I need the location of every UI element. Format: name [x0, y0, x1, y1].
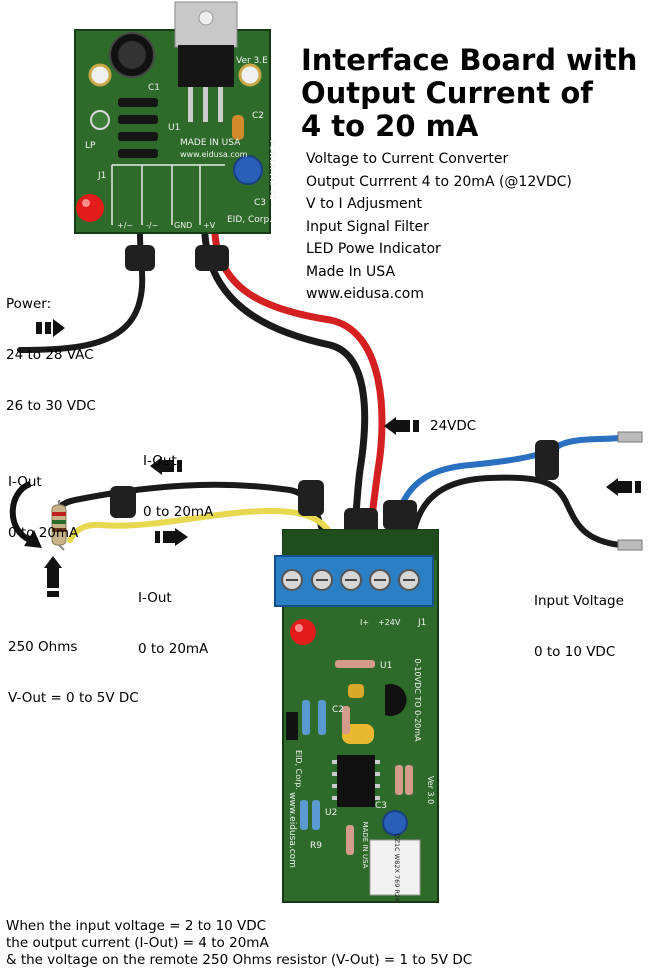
- feature-item: www.eidusa.com: [306, 286, 425, 302]
- power-board: Ver 3.E C1 U1 C2 C3 J1 LP MADE IN USA ww…: [74, 1, 277, 234]
- title-line-1: Interface Board with: [301, 43, 638, 77]
- iout-bottom-range: 0 to 20mA: [138, 641, 209, 657]
- input-voltage-name: Input Voltage: [534, 593, 624, 609]
- red-24v-wire: [211, 231, 386, 564]
- conv-label-g: G: [356, 761, 363, 771]
- conv-ref-r9: R9: [310, 841, 322, 851]
- resistor-250-ohms: [51, 500, 67, 551]
- conv-ref-j1: J1: [417, 618, 426, 628]
- iout-bottom-label: I-Out 0 to 20mA: [138, 556, 208, 675]
- feature-item: Made In USA: [306, 263, 396, 280]
- vout-label: V-Out = 0 to 5V DC: [8, 690, 139, 706]
- resistor-label: 250 Ohms V-Out = 0 to 5V DC: [8, 605, 139, 724]
- input-voltage-label: Input Voltage 0 to 10 VDC: [534, 559, 624, 678]
- vdc24-label: 24VDC: [430, 418, 477, 434]
- curved-arrow-icon: [9, 481, 42, 548]
- power-label: Power: 24 to 28 VAC 26 to 30 VDC: [6, 262, 96, 432]
- conv-term-24v: +24V: [378, 618, 401, 627]
- converter-board: U1 U2 C2 C3 R9 J1 I+ +24V G P 0-10VDC TO…: [274, 529, 439, 904]
- terminal-gnd: GND: [174, 221, 192, 230]
- arrow-left-icon: [384, 417, 419, 435]
- footer-line-3: & the voltage on the remote 250 Ohms res…: [6, 952, 473, 968]
- footer-notes: When the input voltage = 2 to 10 VDC the…: [6, 918, 472, 969]
- iout-left-label: I-Out 0 to 20mA: [8, 440, 78, 559]
- arrow-up-icon: [44, 556, 62, 597]
- power-ac-range: 24 to 28 VAC: [6, 347, 94, 363]
- footer-line-2: the output current (I-Out) = 4 to 20mA: [6, 935, 269, 951]
- conv-label-p: P: [364, 761, 370, 771]
- page-title: Interface Board with Output Current of 4…: [301, 44, 637, 143]
- terminal-ac2: -/~: [146, 221, 158, 230]
- ref-u1: U1: [168, 123, 180, 133]
- iout-top-range: 0 to 20mA: [143, 504, 214, 520]
- feature-item: Input Signal Filter: [306, 218, 429, 235]
- power-dc-range: 26 to 30 VDC: [6, 398, 96, 414]
- conv-ref-c3: C3: [375, 801, 387, 811]
- conv-version: Ver 3.0: [426, 776, 435, 804]
- ref-c3: C3: [254, 198, 266, 208]
- arrow-left-icon: [606, 478, 641, 496]
- arrow-right-icon: [36, 319, 65, 337]
- iout-top-name: I-Out: [143, 453, 177, 469]
- gnd-wire: [201, 231, 369, 564]
- conv-side-text: 0-10VDC TO 0-20mA: [413, 658, 422, 742]
- power-board-made-in: MADE IN USA: [180, 138, 241, 148]
- footer-line-1: When the input voltage = 2 to 10 VDC: [6, 918, 267, 934]
- iout-left-name: I-Out: [8, 474, 42, 490]
- feature-item: Output Currrent 4 to 20mA (@12VDC): [306, 173, 572, 190]
- power-board-version: Ver 3.E: [236, 56, 268, 66]
- conv-url: www.eidusa.com: [287, 792, 297, 868]
- conv-made-in: MADE IN USA: [361, 822, 369, 869]
- conv-ref-u1: U1: [380, 661, 392, 671]
- iout-top-label: I-Out 0 to 20mA: [143, 419, 213, 538]
- terminal-ac1: +/~: [117, 221, 133, 230]
- ref-c2: C2: [252, 111, 264, 121]
- ref-j1: J1: [97, 171, 106, 181]
- title-line-2: Output Current of: [301, 76, 593, 110]
- feature-list: Voltage to Current Converter Output Curr…: [306, 148, 572, 306]
- input-voltage-range: 0 to 10 VDC: [534, 644, 616, 660]
- conv-pot-label: DZ1C W82X 769 R2K: [393, 834, 401, 904]
- conv-term-i: I+: [360, 618, 369, 627]
- power-heading: Power:: [6, 296, 52, 312]
- power-board-model: POWER-VXP-TB: [268, 140, 277, 200]
- iout-left-range: 0 to 20mA: [8, 525, 79, 541]
- feature-item: LED Powe Indicator: [306, 241, 441, 257]
- output-yellow-wire: [67, 508, 343, 563]
- title-line-3: 4 to 20 mA: [301, 109, 479, 143]
- arrow-left-icon: [150, 457, 182, 475]
- ref-lp: LP: [85, 141, 96, 151]
- arrow-right-icon: [155, 528, 188, 546]
- ohms-label: 250 Ohms: [8, 639, 78, 655]
- iout-bottom-name: I-Out: [138, 590, 172, 606]
- feature-item: V to I Adjusment: [306, 196, 422, 212]
- power-board-maker: EID, Corp.: [227, 215, 272, 225]
- terminal-v: +V: [203, 221, 216, 230]
- conv-ref-u2: U2: [325, 808, 337, 818]
- conv-maker: EID, Corp.: [294, 750, 303, 790]
- feature-item: Voltage to Current Converter: [306, 151, 509, 167]
- ref-c1: C1: [148, 83, 160, 93]
- power-board-url: www.eidusa.com: [180, 150, 248, 159]
- conv-ref-c2: C2: [332, 705, 344, 715]
- black-input-wire: [407, 474, 623, 563]
